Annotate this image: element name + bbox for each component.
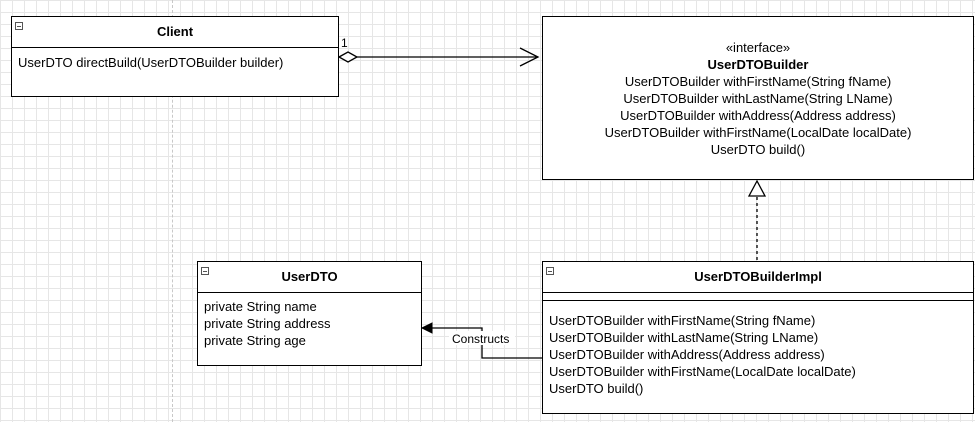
- constructs-label-bg: [449, 331, 515, 345]
- aggregation-multiplicity: 1: [341, 36, 348, 50]
- interface-method: UserDTOBuilder withFirstName(LocalDate l…: [604, 125, 912, 140]
- impl-method: UserDTOBuilder withFirstName(String fNam…: [549, 313, 816, 328]
- userdto-fields: private String name private String addre…: [198, 293, 421, 349]
- impl-class-header: UserDTOBuilderImpl: [543, 262, 973, 292]
- realization-arrowhead: [747, 179, 767, 197]
- client-class-header: Client: [12, 17, 338, 47]
- collapse-icon[interactable]: [546, 267, 554, 275]
- impl-method: UserDTOBuilder withFirstName(LocalDate l…: [549, 364, 856, 379]
- client-members: UserDTO directBuild(UserDTOBuilder build…: [12, 48, 338, 71]
- realization-edge[interactable]: [747, 179, 767, 260]
- userdto-field: private String age: [204, 333, 306, 348]
- userdtobuilderimpl-class[interactable]: UserDTOBuilderImpl UserDTOBuilder withFi…: [542, 261, 974, 414]
- collapse-icon[interactable]: [15, 22, 23, 30]
- interface-stereotype: «interface»: [725, 40, 791, 55]
- impl-method: UserDTOBuilder withLastName(String LName…: [549, 330, 819, 345]
- userdto-class-header: UserDTO: [198, 262, 421, 292]
- userdto-field: private String address: [204, 316, 331, 331]
- aggregation-arrowhead: [519, 47, 540, 67]
- userdto-class[interactable]: UserDTO private String name private Stri…: [197, 261, 422, 366]
- impl-attributes-empty: [543, 293, 973, 300]
- constructs-edge[interactable]: Constructs: [420, 322, 542, 359]
- interface-text: «interface» UserDTOBuilder UserDTOBuilde…: [543, 39, 973, 158]
- constructs-arrowhead: [420, 322, 433, 334]
- interface-title: UserDTOBuilder: [707, 57, 809, 72]
- page-boundary-guide: [172, 0, 173, 422]
- userdto-field: private String name: [204, 299, 317, 314]
- interface-method: UserDTO build(): [710, 142, 806, 157]
- interface-method: UserDTOBuilder withLastName(String LName…: [623, 91, 893, 106]
- impl-method: UserDTOBuilder withAddress(Address addre…: [549, 347, 825, 362]
- client-member: UserDTO directBuild(UserDTOBuilder build…: [18, 55, 284, 70]
- userdto-class-title: UserDTO: [281, 269, 338, 284]
- userdtobuilder-interface[interactable]: «interface» UserDTOBuilder UserDTOBuilde…: [542, 16, 974, 180]
- impl-method: UserDTO build(): [549, 381, 644, 396]
- interface-method: UserDTOBuilder withFirstName(String fNam…: [624, 74, 892, 89]
- collapse-icon[interactable]: [201, 267, 209, 275]
- interface-method: UserDTOBuilder withAddress(Address addre…: [620, 108, 896, 123]
- aggregation-diamond: [337, 51, 359, 63]
- constructs-label: Constructs: [452, 332, 509, 346]
- userdto-divider: [198, 292, 421, 293]
- impl-methods: UserDTOBuilder withFirstName(String fNam…: [543, 301, 973, 397]
- impl-divider-bottom: [543, 300, 973, 301]
- client-class-title: Client: [156, 24, 194, 39]
- aggregation-edge[interactable]: 1: [337, 36, 540, 67]
- client-class[interactable]: Client UserDTO directBuild(UserDTOBuilde…: [11, 16, 339, 97]
- impl-divider-top: [543, 292, 973, 293]
- client-divider: [12, 47, 338, 48]
- impl-class-title: UserDTOBuilderImpl: [694, 269, 822, 284]
